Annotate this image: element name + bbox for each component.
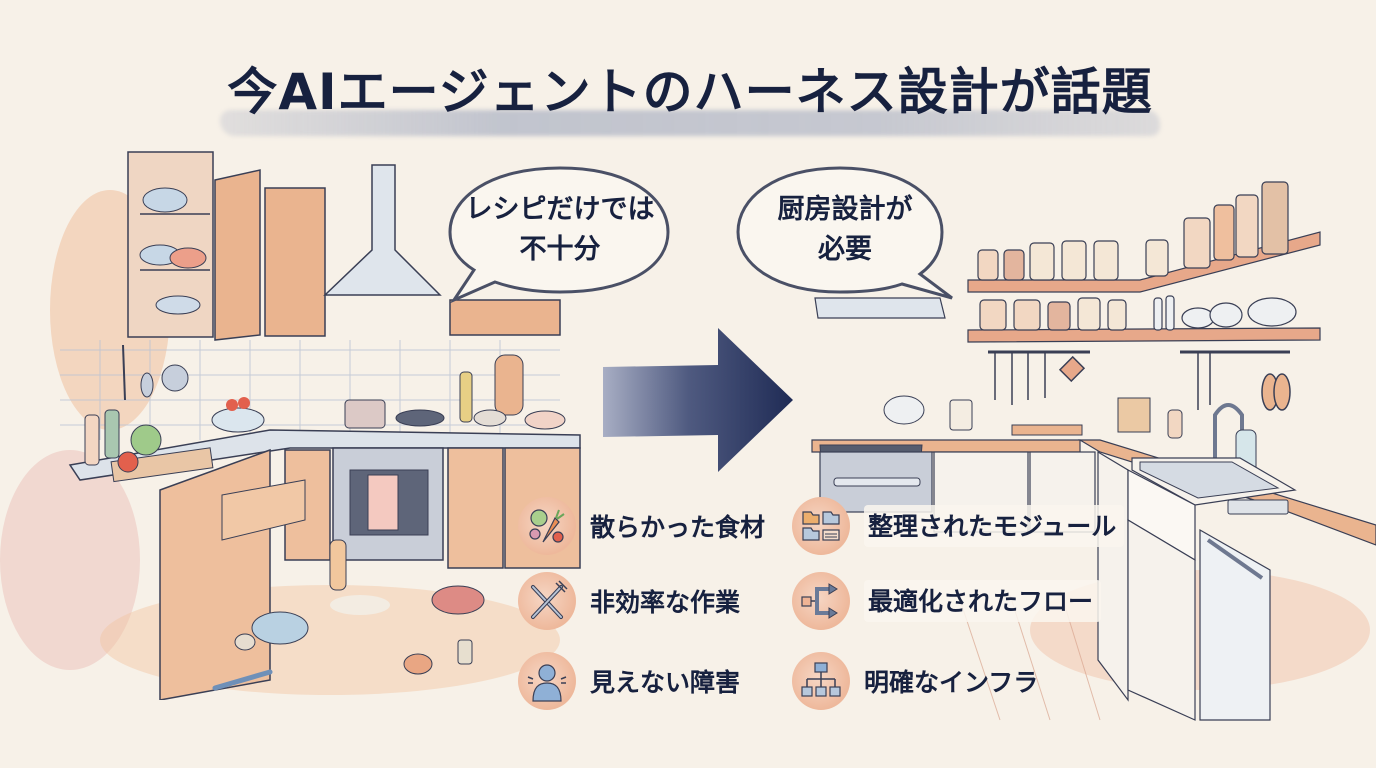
problem-label: 見えない障害 [590, 668, 741, 697]
solution-item: 明確なインフラ [792, 652, 1038, 710]
hidden-person-icon [518, 652, 576, 710]
solution-label: 明確なインフラ [864, 668, 1039, 697]
title-block: 今AIエージェントのハーネス設計が話題 [210, 52, 1170, 142]
speech-bubble-shape-icon [448, 166, 670, 304]
title-brush-underline [220, 110, 1160, 136]
problem-item: 見えない障害 [518, 652, 740, 710]
solution-item: 整理されたモジュール [792, 497, 1125, 555]
vegetables-icon [518, 497, 576, 555]
speech-bubble-right: 厨房設計が 必要 [730, 160, 960, 310]
hierarchy-icon [792, 652, 850, 710]
problem-item: 散らかった食材 [518, 497, 765, 555]
page-title: 今AIエージェントのハーネス設計が話題 [227, 63, 1153, 121]
solution-item: 最適化されたフロー [792, 572, 1102, 630]
bubble-right-line2: 必要 [818, 234, 872, 265]
knife-fork-icon [518, 572, 576, 630]
flow-branch-icon [792, 572, 850, 630]
solution-label: 整理されたモジュール [864, 505, 1125, 547]
problem-label: 非効率な作業 [590, 588, 741, 617]
arrow-right-icon [603, 328, 793, 472]
solution-label: 最適化されたフロー [864, 580, 1102, 622]
folders-icon [792, 497, 850, 555]
speech-bubble-left: レシピだけでは 不十分 [440, 160, 680, 310]
problem-item: 非効率な作業 [518, 572, 740, 630]
speech-bubble-shape-icon [736, 166, 953, 300]
organized-kitchen-illustration [811, 181, 1376, 721]
bubble-right-line1: 厨房設計が [777, 194, 913, 225]
bubble-left-line1: レシピだけでは [465, 194, 655, 225]
problem-label: 散らかった食材 [590, 513, 766, 542]
bubble-left-line2: 不十分 [519, 234, 601, 265]
